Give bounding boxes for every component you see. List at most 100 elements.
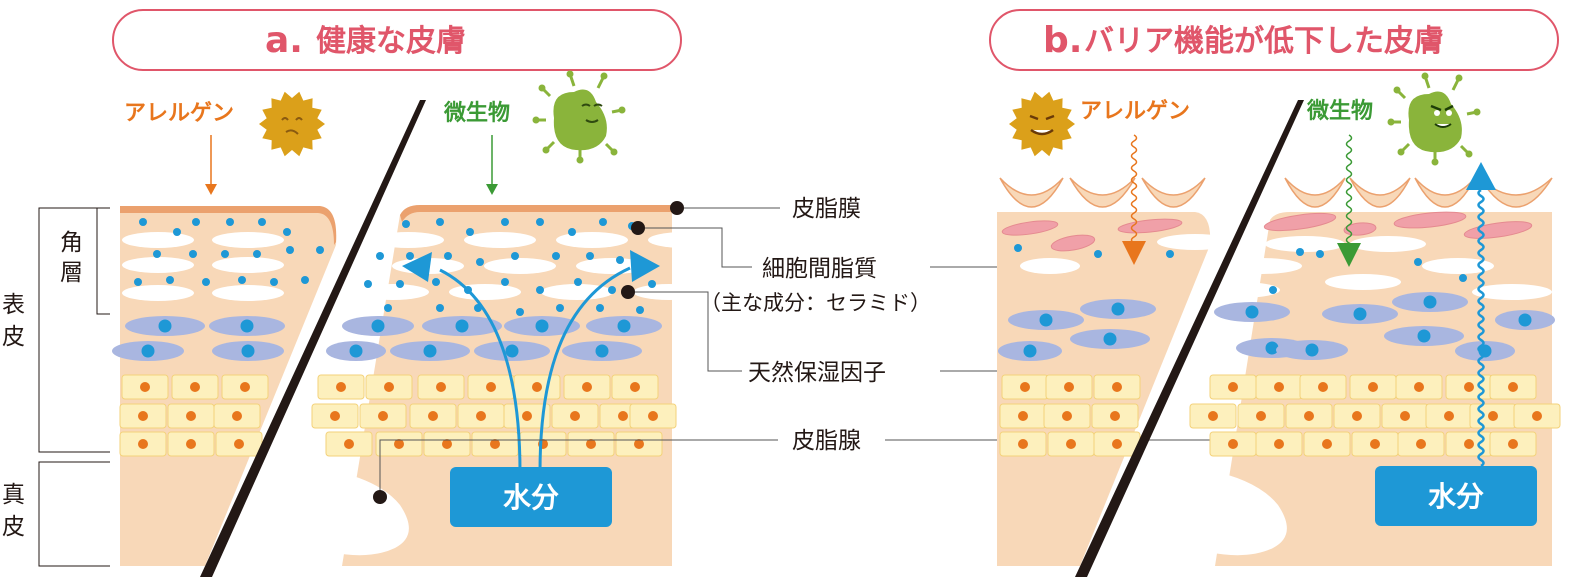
cell-nucleus bbox=[1064, 382, 1074, 392]
lipid-nucleus bbox=[1245, 305, 1259, 319]
microbe-angry-germ-icon bbox=[1387, 72, 1481, 166]
lipid-nucleus bbox=[595, 344, 609, 358]
flaking-scale bbox=[1069, 177, 1136, 208]
germ-leg-tip bbox=[1397, 148, 1405, 156]
callout-intercellular-lipids: 細胞間脂質 bbox=[762, 256, 877, 282]
flaking-scale bbox=[999, 177, 1064, 208]
cell-nucleus bbox=[1062, 411, 1072, 421]
panel-a-water-box: 水分 bbox=[450, 467, 612, 527]
cell-nucleus bbox=[394, 439, 404, 449]
germ-leg-tip bbox=[1421, 72, 1429, 80]
nmf-dot bbox=[283, 228, 291, 236]
cell-nucleus bbox=[1464, 439, 1474, 449]
cell-nucleus bbox=[1508, 382, 1518, 392]
germ-mouth bbox=[585, 119, 599, 123]
nmf-dot bbox=[596, 304, 604, 312]
corneocyte bbox=[541, 284, 613, 300]
panel-a-water-label: 水分 bbox=[503, 481, 559, 514]
germ-leg-tip bbox=[1387, 118, 1395, 126]
panel-a-allergen-label: アレルゲン bbox=[124, 101, 234, 126]
flaking-scale bbox=[1141, 177, 1206, 208]
panel-a-intercellular-lipids bbox=[112, 316, 662, 361]
lipid-nucleus bbox=[1423, 295, 1437, 309]
germ-eye bbox=[581, 103, 603, 107]
allergen-sun-icon bbox=[259, 91, 325, 157]
flaking-scale bbox=[1284, 177, 1346, 208]
lipid-nucleus bbox=[1305, 343, 1319, 357]
cell-nucleus bbox=[190, 382, 200, 392]
germ-leg-tip bbox=[538, 84, 546, 92]
lipid-nucleus bbox=[1023, 344, 1037, 358]
cell-nucleus bbox=[140, 382, 150, 392]
allergen-angry-sun-icon bbox=[1009, 91, 1075, 157]
side-brackets bbox=[38, 207, 110, 567]
nmf-dot bbox=[1296, 248, 1304, 256]
corneocyte bbox=[1472, 284, 1552, 300]
corneocyte bbox=[1325, 274, 1401, 290]
cell-nucleus bbox=[1208, 411, 1218, 421]
corneocyte bbox=[372, 232, 444, 248]
panel-b-letter: b. bbox=[1043, 20, 1082, 61]
nmf-dot bbox=[134, 278, 142, 286]
germ-leg-tip bbox=[1465, 150, 1473, 158]
dermis-label-1: 真 bbox=[2, 482, 25, 508]
panel-b-allergen-penetration-line bbox=[1130, 134, 1138, 244]
germ-leg-tip bbox=[532, 116, 540, 124]
lipid-nucleus bbox=[455, 319, 469, 333]
nmf-dot bbox=[173, 228, 181, 236]
panel-b-title: b. バリア機能が低下した皮膚 bbox=[989, 9, 1559, 71]
corneocyte bbox=[1422, 258, 1494, 274]
corneocyte bbox=[212, 257, 284, 273]
nmf-dot bbox=[364, 280, 372, 288]
germ-body bbox=[1408, 91, 1462, 153]
cell-nucleus bbox=[1018, 411, 1028, 421]
cell-nucleus bbox=[522, 411, 532, 421]
nmf-dot bbox=[536, 218, 544, 226]
nmf-dot bbox=[616, 256, 624, 264]
panel-a-arrow-head-left bbox=[402, 252, 432, 282]
cell-nucleus bbox=[428, 411, 438, 421]
nmf-dot bbox=[1269, 286, 1277, 294]
corneocyte bbox=[1350, 236, 1426, 252]
lipid-nucleus bbox=[371, 319, 385, 333]
panel-b-peeling-scales bbox=[999, 177, 1553, 252]
sun-body bbox=[1009, 91, 1075, 157]
panel-a-sebaceous-gland bbox=[262, 466, 409, 556]
cell-nucleus bbox=[1256, 411, 1266, 421]
cell-nucleus bbox=[582, 382, 592, 392]
cell-nucleus bbox=[330, 411, 340, 421]
nmf-dot bbox=[1316, 250, 1324, 258]
nmf-dot bbox=[501, 278, 509, 286]
cell-nucleus bbox=[1414, 382, 1424, 392]
callout-ceramide-note: （主な成分：セラミド） bbox=[700, 291, 931, 315]
cell-nucleus bbox=[384, 382, 394, 392]
nmf-dot bbox=[258, 218, 266, 226]
cell-nucleus bbox=[1352, 411, 1362, 421]
nmf-dot bbox=[253, 250, 261, 258]
germ-leg-tip bbox=[566, 70, 574, 78]
cell-nucleus bbox=[186, 411, 196, 421]
cell-nucleus bbox=[1228, 382, 1238, 392]
cell-nucleus bbox=[336, 382, 346, 392]
cell-nucleus bbox=[532, 382, 542, 392]
cell-nucleus bbox=[490, 439, 500, 449]
cell-nucleus bbox=[1508, 439, 1518, 449]
cell-nucleus bbox=[240, 382, 250, 392]
cell-nucleus bbox=[618, 411, 628, 421]
germ-body bbox=[553, 89, 607, 151]
corneocyte bbox=[1020, 258, 1080, 274]
germ-leg-tip bbox=[542, 146, 550, 154]
panel-b-microbe-arrow-head bbox=[1337, 243, 1361, 267]
damaged-corneocyte bbox=[1393, 211, 1467, 229]
cell-nucleus bbox=[476, 411, 486, 421]
cell-nucleus bbox=[586, 439, 596, 449]
lipid-nucleus bbox=[1353, 307, 1367, 321]
nmf-dot bbox=[226, 218, 234, 226]
cell-nucleus bbox=[1018, 439, 1028, 449]
corneocyte bbox=[1265, 236, 1345, 252]
cell-nucleus bbox=[138, 411, 148, 421]
corneocyte bbox=[464, 232, 536, 248]
cell-nucleus bbox=[1464, 382, 1474, 392]
lipid-nucleus bbox=[241, 344, 255, 358]
panel-a-hair-shaft bbox=[200, 100, 426, 577]
